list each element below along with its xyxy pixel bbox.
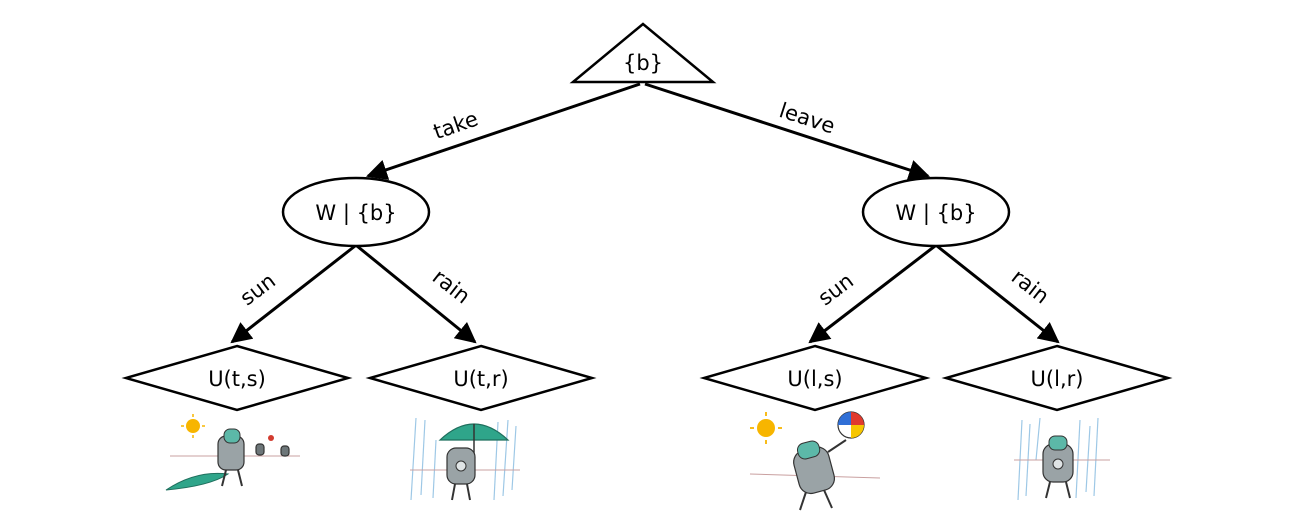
utility-node-tr-label: U(t,r): [453, 367, 508, 391]
edge-leave-sun: [808, 244, 936, 344]
chance-node-take: W | {b}: [281, 176, 431, 248]
chance-node-take-label: W | {b}: [315, 201, 396, 226]
beach-ball-icon: [837, 411, 865, 439]
root-node: {b}: [569, 22, 717, 84]
utility-node-ts: U(t,s): [121, 344, 353, 412]
edge-label-leave-rain: rain: [1007, 265, 1054, 309]
robot-umbrella-sun-illustration: [165, 414, 300, 491]
edge-label-take-rain: rain: [428, 265, 475, 309]
sun-icon: [757, 419, 775, 437]
utility-node-ts-label: U(t,s): [208, 367, 266, 391]
edge-label-take: take: [430, 107, 481, 144]
robot-umbrella-rain-illustration: [410, 417, 520, 501]
edge-leave-rain: [936, 244, 1060, 344]
robot-wet-rain-illustration: [1014, 417, 1110, 501]
chance-node-leave-label: W | {b}: [895, 201, 976, 226]
edge-label-leave-sun: sun: [814, 269, 858, 311]
sun-icon: [186, 419, 200, 433]
utility-node-tr: U(t,r): [365, 344, 597, 412]
utility-node-lr: U(l,r): [941, 344, 1173, 412]
edge-take-rain: [356, 244, 477, 344]
edge-take: [366, 82, 641, 180]
utility-node-ls-label: U(l,s): [787, 367, 842, 391]
root-label: {b}: [623, 51, 663, 75]
edge-leave: [644, 82, 930, 181]
robot-ball-sun-illustration: [749, 411, 881, 511]
utility-node-ls: U(l,s): [699, 344, 931, 412]
chance-node-leave: W | {b}: [861, 176, 1011, 248]
utility-node-lr-label: U(l,r): [1031, 367, 1084, 391]
edge-label-take-sun: sun: [236, 269, 280, 311]
edge-take-sun: [230, 244, 356, 344]
edge-label-leave: leave: [776, 98, 838, 138]
